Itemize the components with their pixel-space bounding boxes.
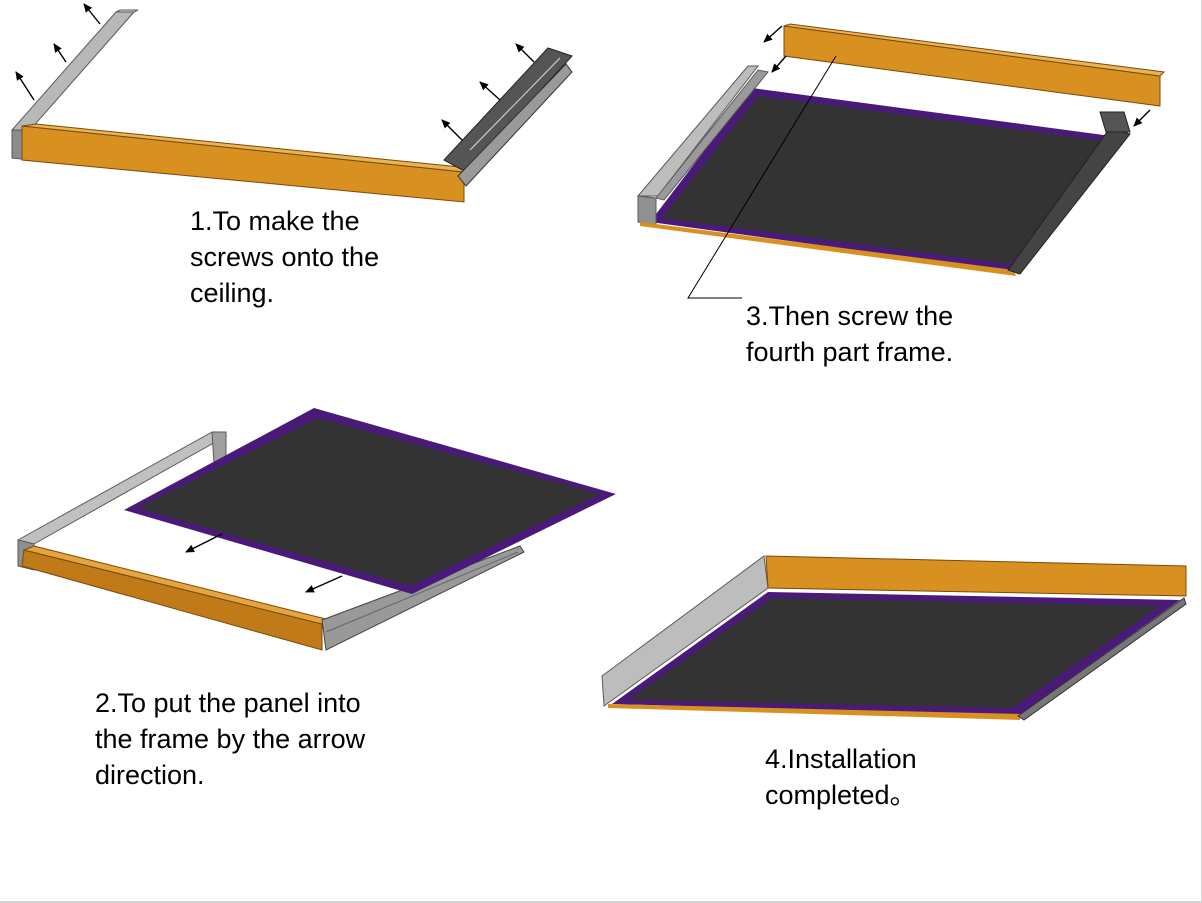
step-3-right-rail-end bbox=[1099, 111, 1131, 133]
step-1-arrow bbox=[515, 43, 535, 63]
step-2-front-rail-top bbox=[22, 545, 332, 625]
step-1-arrow bbox=[479, 81, 501, 101]
step-1-arrow bbox=[441, 119, 463, 141]
step-4-front-rail bbox=[608, 704, 1020, 720]
step-3-panel bbox=[662, 96, 1112, 264]
step-3-left-rail-side2 bbox=[655, 69, 769, 201]
step-4-caption: 4.Installation completed。 bbox=[765, 741, 917, 813]
step-1-arrow bbox=[53, 43, 67, 63]
step-1-illustration bbox=[10, 3, 573, 203]
step-3-illustration bbox=[636, 23, 1166, 299]
step-4-back-rail bbox=[765, 555, 1187, 597]
step-1-left-rail bbox=[10, 11, 136, 131]
step-4-panel bbox=[628, 598, 1160, 708]
step-1-caption: 1.To make the screws onto the ceiling. bbox=[190, 203, 379, 311]
step-3-left-rail-side bbox=[637, 195, 657, 227]
step-3-fourth-frame-top bbox=[783, 23, 1166, 77]
step-3-caption-line: fourth part frame. bbox=[746, 337, 954, 367]
step-3-right-rail bbox=[1007, 127, 1131, 275]
step-3-leader-line bbox=[687, 55, 837, 299]
step-2-front-rail bbox=[21, 549, 323, 651]
step-3-caption: 3.Then screw the fourth part frame. bbox=[746, 298, 953, 370]
step-1-right-rail bbox=[443, 47, 573, 173]
step-2-caption-line: direction. bbox=[95, 760, 205, 790]
step-1-arrow bbox=[83, 3, 101, 25]
step-2-caption: 2.To put the panel into the frame by the… bbox=[95, 685, 365, 793]
step-1-caption-line: 1.To make the bbox=[190, 206, 360, 236]
step-1-arrow bbox=[15, 71, 35, 101]
step-2-arrow bbox=[305, 575, 343, 593]
step-1-caption-line: ceiling. bbox=[190, 278, 275, 308]
step-1-caption-line: screws onto the bbox=[190, 242, 380, 272]
step-3-left-rail bbox=[636, 65, 760, 197]
step-1-right-rail-face bbox=[457, 63, 573, 187]
step-3-arrow bbox=[771, 55, 787, 73]
step-4-illustration bbox=[601, 555, 1187, 721]
step-2-illustration bbox=[16, 408, 616, 651]
step-3-arrow bbox=[763, 25, 783, 43]
step-4-caption-line: completed。 bbox=[765, 780, 917, 810]
step-4-right-rail bbox=[1017, 597, 1187, 721]
step-1-left-rail-top bbox=[115, 9, 139, 13]
step-3-front-rail bbox=[640, 222, 1016, 276]
step-4-caption-line: 4.Installation bbox=[765, 744, 917, 774]
step-2-arrow bbox=[185, 533, 223, 553]
step-2-panel bbox=[138, 418, 600, 586]
step-2-caption-line: the frame by the arrow bbox=[95, 724, 366, 754]
step-2-caption-line: 2.To put the panel into bbox=[95, 688, 361, 718]
step-3-caption-line: 3.Then screw the bbox=[746, 301, 954, 331]
page-border bbox=[0, 901, 1202, 903]
step-3-arrow bbox=[1133, 109, 1151, 127]
